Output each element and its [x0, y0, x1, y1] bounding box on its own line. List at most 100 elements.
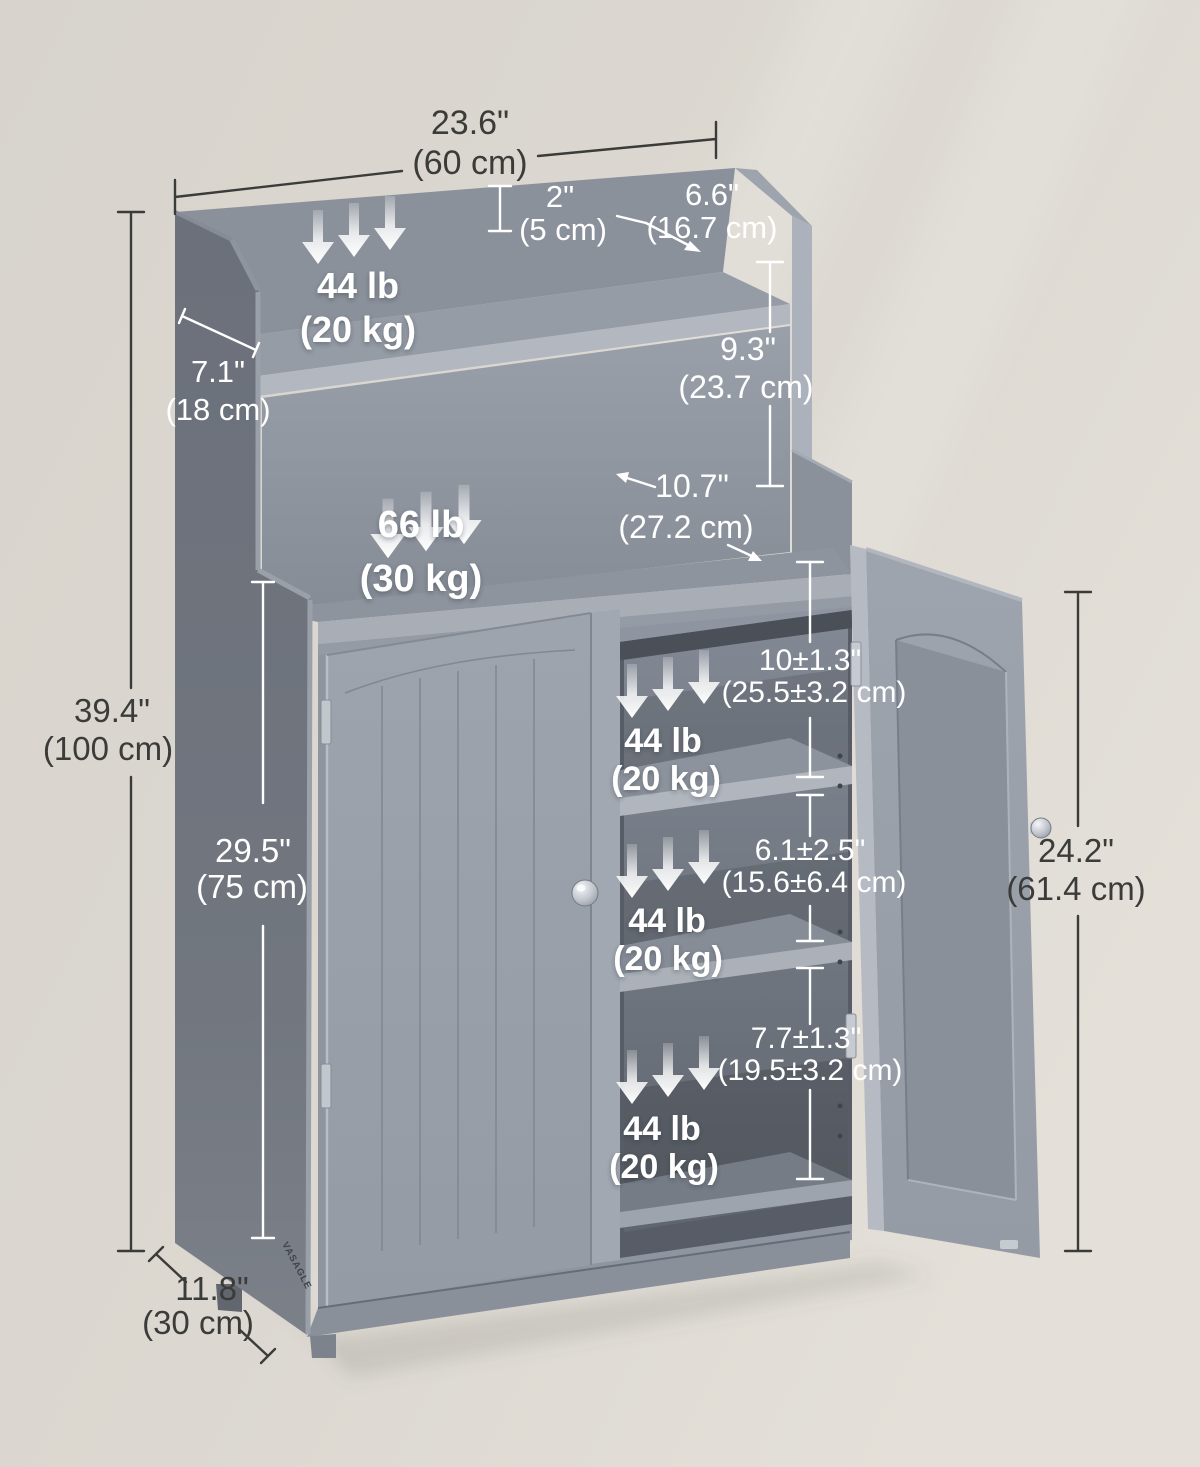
lower-cabinet [216, 607, 852, 1358]
top-shelf-depth-leader [615, 214, 692, 248]
hutch-right-chamfer [735, 168, 812, 226]
rear-foot [216, 1284, 242, 1312]
dim-lower-height-in: 29.5" [215, 832, 291, 869]
dimension-lines-white [177, 184, 825, 1240]
compartment-middle-dim-line [795, 793, 825, 943]
left-side-panel: VASAGLE [174, 210, 314, 1335]
cabinet-floor-surface [620, 1152, 852, 1212]
right-door-open [845, 545, 1052, 1258]
load-shelf-upper-kg: (20 kg) [611, 760, 721, 798]
dim-hutch-opening-cm: (23.7 cm) [678, 369, 813, 405]
panel-edge-light [907, 1179, 1017, 1201]
dimension-labels: 23.6" (60 cm) 2" (5 cm) 6.6" (16.7 cm) 7… [43, 104, 1146, 1341]
door-arch [344, 649, 576, 694]
dim-total-height-cm: (100 cm) [43, 730, 173, 767]
dim-hutch-depth-in: 7.1" [191, 354, 245, 389]
cabinet-illustration: VASAGLE [174, 168, 1052, 1358]
shelf-upper-edge [620, 766, 852, 816]
dim-compartment-lower-in: 7.7±1.3" [751, 1022, 862, 1055]
door-top-edge [326, 612, 592, 656]
load-shelf-middle-lb: 44 lb [628, 902, 705, 940]
hutch-depth-dim-line [177, 307, 261, 359]
load-countertop-kg: (30 kg) [360, 558, 482, 600]
counter-depth-leaders [622, 475, 756, 559]
dim-top-shelf-depth-in: 6.6" [685, 177, 739, 212]
hutch-opening-dim-line [755, 260, 785, 488]
panel-edge-light [1005, 671, 1017, 1201]
hinge [320, 1063, 332, 1109]
base-depth-dim-line [147, 1245, 277, 1365]
dim-hutch-opening-in: 9.3" [720, 331, 776, 367]
dim-rail-height-in: 2" [546, 179, 574, 214]
center-stile [591, 609, 620, 1264]
load-shelf-upper-lb: 44 lb [624, 722, 701, 760]
dim-lower-height-cm: (75 cm) [196, 868, 308, 905]
dim-compartment-lower-cm: (19.5±3.2 cm) [718, 1054, 903, 1087]
door-top-edge [865, 547, 1023, 602]
step-edge-highlight [791, 448, 853, 484]
shelf-upper-surface [620, 738, 852, 798]
load-shelf-lower-lb: 44 lb [623, 1110, 700, 1148]
dim-total-height-in: 39.4" [74, 692, 150, 729]
floor-shadow [190, 1238, 930, 1378]
dim-compartment-middle-cm: (15.6±6.4 cm) [722, 866, 907, 899]
cabinet-floor-edge [620, 1180, 852, 1228]
compartment-upper-dim-line [795, 560, 825, 779]
hutch-right-panel-edge [792, 216, 812, 460]
under-counter-shadow [620, 610, 852, 660]
left-door-face [327, 613, 591, 1307]
shelf-middle-surface [620, 914, 852, 974]
side-top-edge [174, 210, 233, 242]
dim-rail-height-cm: (5 cm) [519, 212, 607, 247]
side-chamfer-edge [229, 238, 261, 292]
total-height-dim-line [116, 210, 146, 1253]
load-shelf-middle-kg: (20 kg) [613, 940, 723, 978]
right-side-step [792, 450, 852, 576]
dim-compartment-upper-in: 10±1.3" [759, 644, 861, 677]
plinth-shadow-line [317, 1231, 851, 1309]
hutch-top-shelf-surface [188, 272, 790, 376]
dim-door-height-in: 24.2" [1038, 832, 1114, 869]
load-top-shelf-lb: 44 lb [317, 265, 399, 306]
side-front-edge-lower [305, 599, 313, 1335]
load-countertop-lb: 66 lb [378, 504, 465, 546]
rail-height-dim-line [487, 184, 513, 233]
panel-edge-shadow [895, 639, 909, 1181]
base [216, 1231, 851, 1358]
hinge [320, 699, 332, 745]
dim-top-shelf-depth-cm: (16.7 cm) [647, 210, 778, 245]
left-door-knob [571, 879, 599, 907]
load-top-shelf-kg: (20 kg) [300, 309, 416, 350]
lower-height-dim-line [250, 580, 276, 1240]
hutch-top-shelf-edge [258, 304, 790, 396]
dim-compartment-middle-in: 6.1±2.5" [755, 834, 866, 867]
dim-counter-depth-cm: (27.2 cm) [618, 509, 753, 545]
side-panel-face [175, 212, 310, 1335]
dim-counter-depth-in: 10.7" [655, 468, 729, 504]
dim-top-width-cm: (60 cm) [412, 144, 527, 182]
leader-arrowhead-icon [748, 551, 762, 561]
door-height-dim-line [1063, 590, 1093, 1253]
countertop-surface [262, 548, 852, 622]
width-dim-line [173, 120, 718, 216]
side-step-edge [256, 567, 312, 601]
shelf-middle-edge [620, 942, 852, 992]
dim-compartment-upper-cm: (25.5±3.2 cm) [722, 676, 907, 709]
leader-arrowhead-icon [684, 241, 701, 252]
corner-plate [1000, 1240, 1018, 1249]
plinth [307, 1232, 850, 1337]
dim-base-depth-in: 11.8" [175, 1270, 249, 1307]
front-foot [310, 1334, 336, 1358]
left-door [320, 612, 599, 1307]
load-labels: 44 lb (20 kg) 66 lb (30 kg) 44 lb (20 kg… [300, 265, 723, 1186]
dim-base-depth-cm: (30 cm) [142, 1304, 254, 1341]
knob-highlight [576, 884, 586, 892]
dimension-lines-dark [116, 120, 1093, 1365]
countertop-edge [318, 574, 852, 644]
dim-hutch-depth-cm: (18 cm) [165, 392, 270, 427]
compartment-lower-dim-line [795, 966, 825, 1181]
leader-arrowhead-icon [616, 472, 629, 483]
latch-plate [850, 641, 862, 687]
